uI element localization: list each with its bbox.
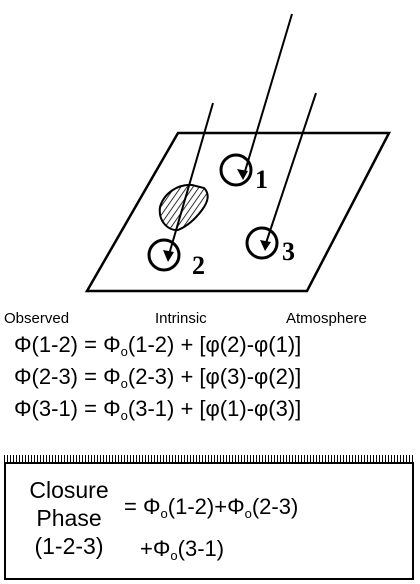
aperture-1 — [219, 153, 253, 187]
plus-sign: + — [174, 332, 200, 357]
intrinsic-phi: Φ — [103, 396, 121, 421]
intrinsic-arg: (2-3) — [251, 494, 299, 519]
closure-phase-box: Closure Phase (1-2-3) = Φo(1-2)+Φo(2-3) … — [4, 462, 414, 580]
equation-lhs: Φ(1-2) — [14, 332, 79, 357]
aperture-3-arrowhead — [260, 240, 271, 251]
equals-sign: = — [78, 396, 104, 421]
plus-sign: + — [174, 364, 200, 389]
aperture-diagram: 1 2 3 — [84, 13, 392, 293]
intrinsic-subscript: o — [120, 408, 128, 423]
intrinsic-arg: (1-2) — [127, 332, 175, 357]
aperture-2-arrowhead — [163, 250, 174, 262]
header-observed: Observed — [4, 310, 70, 327]
header-atmosphere: Atmosphere — [286, 310, 367, 327]
equals-sign: = — [78, 364, 104, 389]
aperture-1-arrowhead — [237, 169, 248, 180]
closure-label-line1: Closure — [29, 477, 109, 503]
atmosphere-term: [φ(1)-φ(3)] — [199, 396, 302, 421]
intrinsic-subscript: o — [160, 506, 168, 521]
closure-label-line3: (1-2-3) — [34, 533, 104, 559]
intrinsic-arg: (3-1) — [177, 536, 225, 561]
intrinsic-phi: Φ — [142, 494, 161, 519]
closure-box-top-rule — [4, 455, 414, 462]
atmosphere-term: [φ(3)-φ(2)] — [199, 364, 302, 389]
closure-formula-line2: +Φo(3-1) — [140, 536, 224, 563]
intrinsic-subscript: o — [244, 506, 252, 521]
intrinsic-subscript: o — [120, 344, 128, 359]
atmosphere-term: [φ(2)-φ(1)] — [199, 332, 302, 357]
intrinsic-phi: Φ — [227, 494, 245, 519]
aperture-label-2: 2 — [192, 251, 205, 280]
closure-phase-label: Closure Phase (1-2-3) — [14, 476, 124, 560]
intrinsic-subscript: o — [120, 376, 128, 391]
intrinsic-phi: Φ — [103, 364, 121, 389]
equation-2-3: Φ(2-3) = Φo(2-3) + [φ(3)-φ(2)] — [14, 364, 301, 391]
equation-lhs: Φ(3-1) — [14, 396, 79, 421]
aperture-2 — [147, 238, 181, 272]
equation-1-2: Φ(1-2) = Φo(1-2) + [φ(2)-φ(1)] — [14, 332, 301, 359]
intrinsic-arg: (3-1) — [127, 396, 175, 421]
equals-sign: = — [124, 494, 143, 519]
ray-1 — [242, 13, 293, 179]
closure-label-line2: Phase — [36, 505, 102, 531]
closure-formula-line1: = Φo(1-2)+Φo(2-3) — [124, 494, 298, 521]
plus-sign: + — [140, 536, 153, 561]
header-intrinsic: Intrinsic — [155, 310, 207, 327]
ray-2 — [167, 102, 214, 259]
equation-3-1: Φ(3-1) = Φo(3-1) + [φ(1)-φ(3)] — [14, 396, 301, 423]
intrinsic-phi: Φ — [152, 536, 171, 561]
aperture-label-1: 1 — [255, 165, 268, 194]
intrinsic-phi: Φ — [103, 332, 121, 357]
intrinsic-arg: (2-3) — [127, 364, 175, 389]
intrinsic-subscript: o — [170, 548, 178, 563]
aperture-label-3: 3 — [282, 237, 295, 266]
ray-3 — [264, 92, 317, 247]
aperture-plane — [84, 131, 392, 293]
intrinsic-arg: (1-2)+ — [167, 494, 228, 519]
plus-sign: + — [174, 396, 200, 421]
equation-lhs: Φ(2-3) — [14, 364, 79, 389]
aperture-3 — [245, 226, 279, 260]
turbulence-cell — [158, 183, 209, 232]
equals-sign: = — [78, 332, 104, 357]
